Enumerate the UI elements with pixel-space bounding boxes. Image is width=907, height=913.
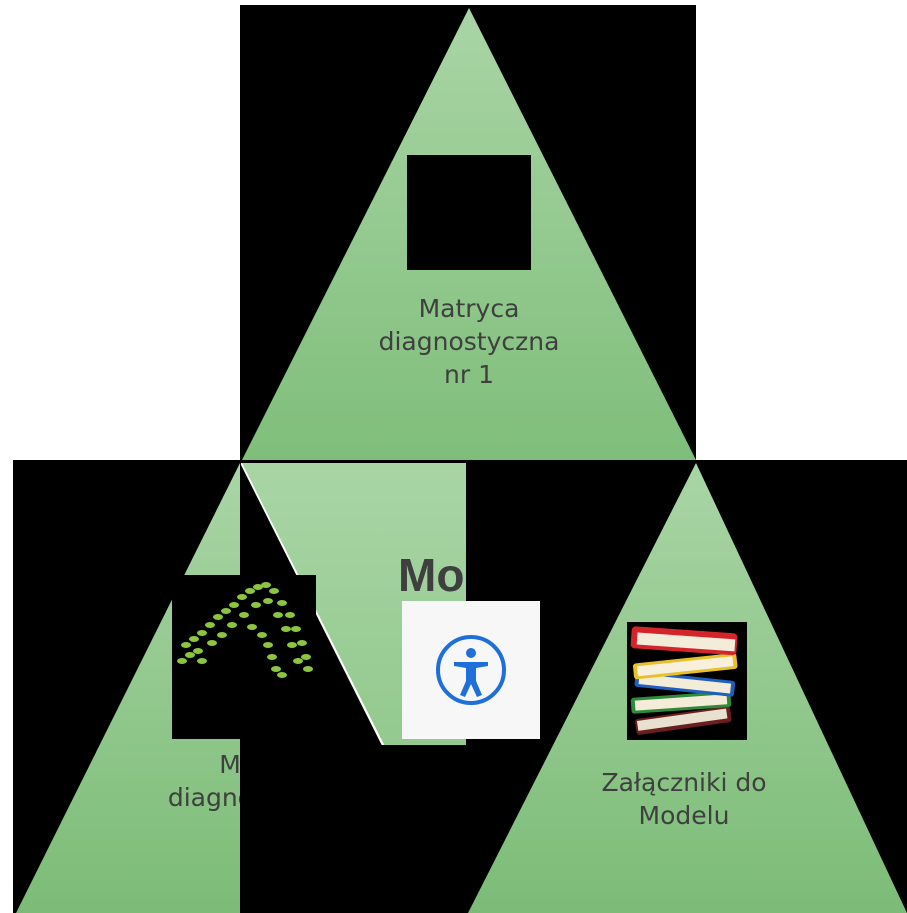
- leaf-branch-icon: [172, 575, 316, 739]
- center-right-black-tile: [466, 460, 486, 620]
- center-title: Mo: [398, 549, 465, 601]
- right-triangle-label: Załączniki do Modelu: [601, 768, 767, 830]
- books-stack-icon: [627, 622, 747, 740]
- top-triangle-label: Matryca diagnostyczna nr 1: [378, 294, 560, 389]
- center-inverted-triangle-shape: [242, 463, 466, 908]
- left-label-mask: [240, 745, 466, 913]
- accessibility-icon-tile: [402, 601, 540, 739]
- accessibility-icon: [436, 635, 506, 705]
- top-black-square-icon: [407, 155, 531, 270]
